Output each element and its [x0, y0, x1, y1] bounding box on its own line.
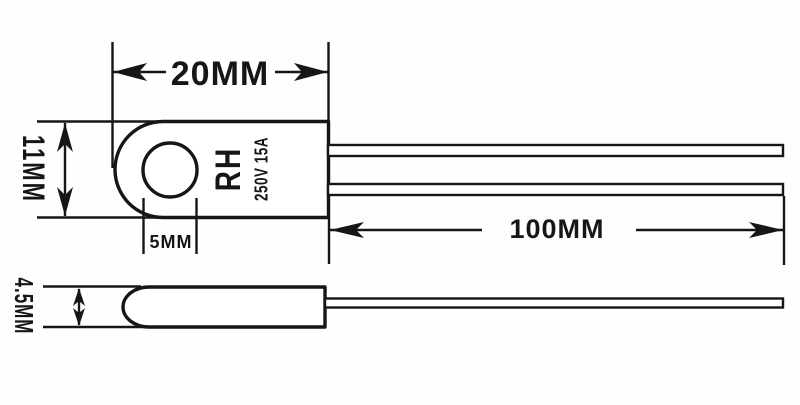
arrowhead-right-icon: [749, 222, 783, 238]
thermostat-side-outline: [121, 285, 327, 329]
hole-dimension: 5MM: [142, 198, 198, 254]
arrowhead-up-icon: [73, 288, 85, 306]
arrowhead-down-icon: [73, 308, 85, 326]
lead-wire-bottom: [326, 182, 785, 197]
height-dimension: 11MM: [16, 120, 163, 219]
rating-marking: 250V 15A: [251, 137, 272, 201]
lead-length-dimension: 100MM: [327, 196, 786, 265]
side-view: 4.5MM: [9, 278, 785, 335]
lead-dim-label: 100MM: [509, 214, 604, 244]
thickness-dim-label: 4.5MM: [9, 278, 38, 335]
hole-dim-label: 5MM: [150, 232, 193, 252]
arrowhead-left-icon: [113, 63, 147, 81]
arrowhead-left-icon: [330, 222, 364, 238]
arrowhead-right-icon: [294, 63, 328, 81]
lead-wire-side: [323, 297, 785, 309]
height-dim-label: 11MM: [16, 135, 52, 203]
width-dim-label: 20MM: [171, 55, 269, 93]
arrowhead-down-icon: [57, 187, 73, 216]
front-view: 20MM 11MM RH 250V 15A 5MM: [16, 42, 786, 265]
thickness-dimension: 4.5MM: [9, 278, 145, 335]
arrowhead-up-icon: [57, 123, 73, 152]
series-marking: RH: [208, 147, 248, 191]
mounting-hole: [141, 141, 199, 199]
width-dimension: 20MM: [111, 42, 330, 168]
lead-wire-top: [326, 143, 785, 158]
